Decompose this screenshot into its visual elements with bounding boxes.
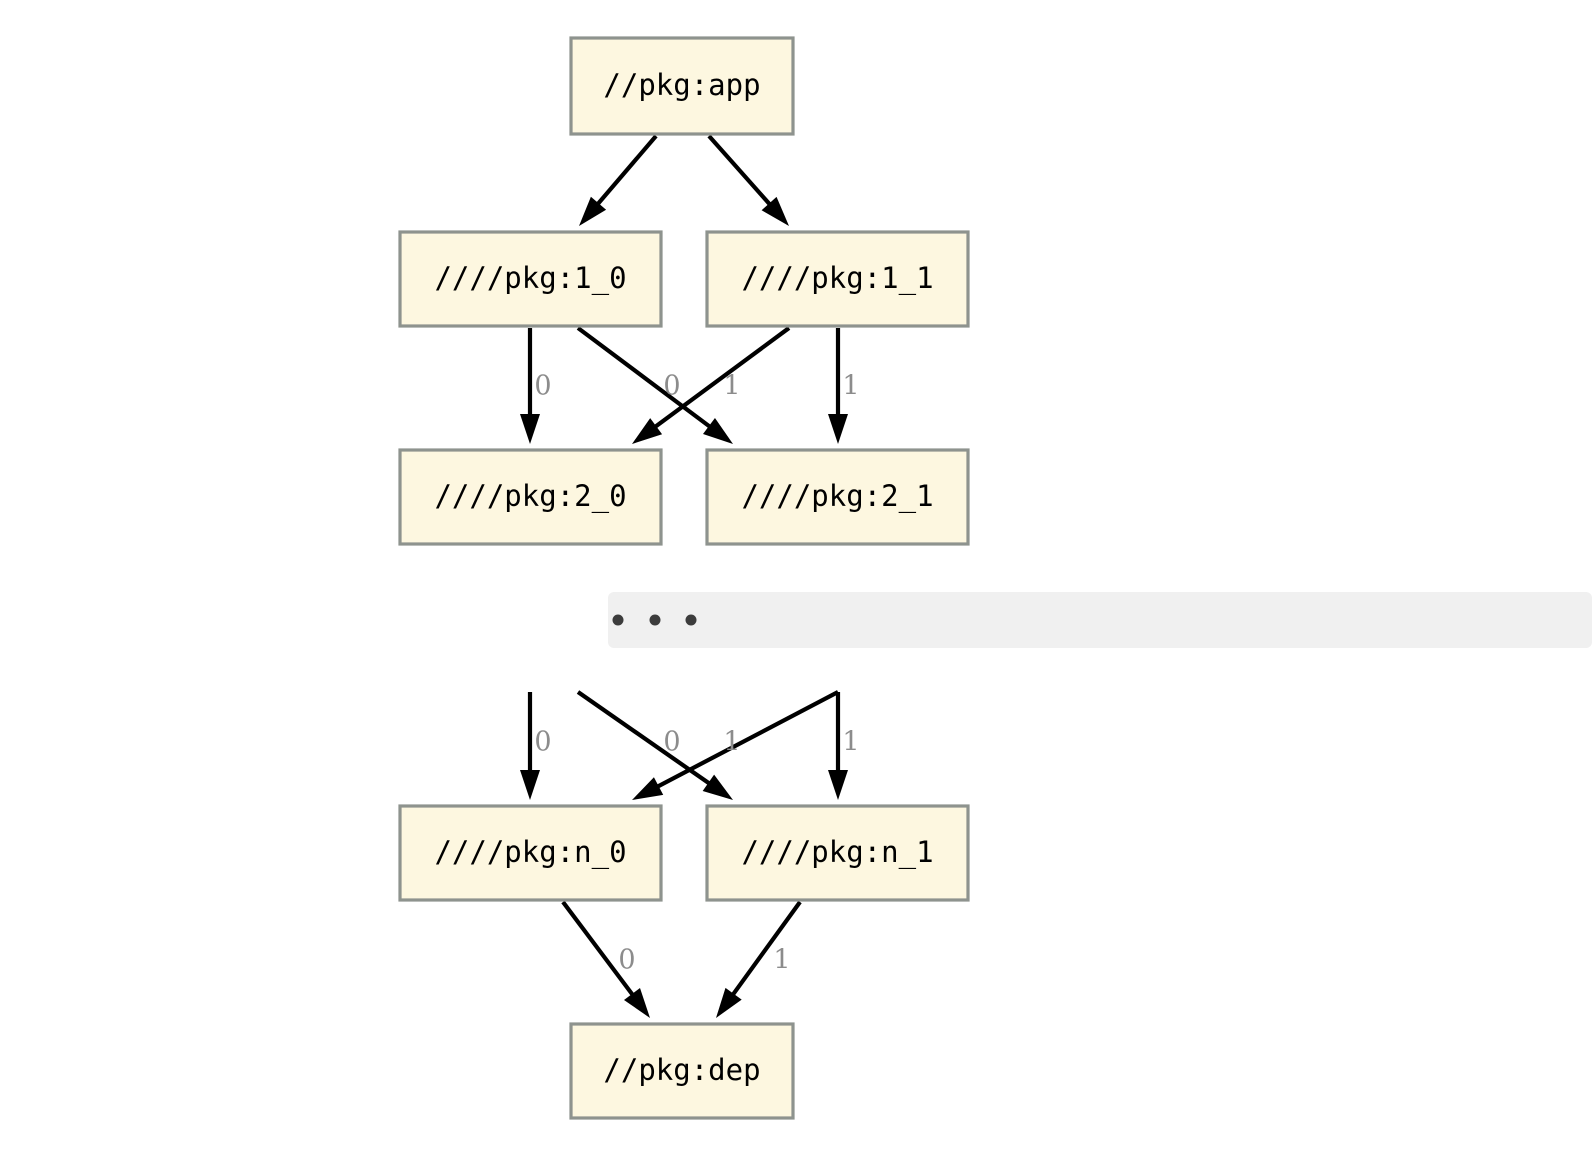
graph-node-app[interactable]: //pkg:app [569,36,795,136]
edge-line [650,326,791,432]
edge-label: 0 [534,371,551,402]
node-label: ////pkg:1_0 [434,261,626,296]
edge-line [593,134,658,210]
edge-label: 1 [723,371,740,402]
node-label: //pkg:dep [603,1053,760,1087]
edge-label: 0 [663,727,680,758]
edge-label: 1 [773,945,790,976]
ellipsis-dot [612,614,624,626]
edge-arrowhead [520,414,540,444]
graph-node-nn_0[interactable]: ////pkg:n_0 [398,804,663,902]
nodes-layer: //pkg:app ////pkg:1_0 ////pkg:1_1 ////pkg:2… [398,36,970,1120]
edge-arrowhead [624,988,650,1018]
node-box[interactable] [705,448,970,546]
node-label: //pkg:app [603,68,760,102]
node-label: ////pkg:2_0 [434,479,626,514]
graph-node-n1_0[interactable]: ////pkg:1_0 [398,230,663,328]
graph-node-nn_1[interactable]: ////pkg:n_1 [705,804,970,902]
node-label: ////pkg:n_1 [741,835,933,870]
node-label: ////pkg:1_1 [741,261,933,296]
edge-arrowhead [702,774,733,800]
edge-arrowhead [520,770,540,800]
edge-arrowhead [761,196,789,226]
edge-arrowhead [579,196,607,226]
ellipsis-band [608,592,1592,648]
edge-label: 0 [663,371,680,402]
graph-node-n2_1[interactable]: ////pkg:2_1 [705,448,970,546]
edge-label: 1 [723,727,740,758]
graph-node-n1_1[interactable]: ////pkg:1_1 [705,230,970,328]
edge-labels-layer: 0 1 0 1 0 1 0 1 0 1 [534,371,859,976]
node-box[interactable] [398,230,663,328]
node-box[interactable] [398,804,663,902]
edge-arrowhead [828,770,848,800]
edge-label: 1 [842,727,859,758]
edge-label: 0 [618,945,635,976]
edge-arrowhead [828,414,848,444]
edge-label: 1 [842,371,859,402]
edge-arrowhead [716,987,742,1018]
node-label: ////pkg:2_1 [741,479,933,514]
edge-line [576,690,715,789]
node-box[interactable] [705,804,970,902]
graph-node-n2_0[interactable]: ////pkg:2_0 [398,448,663,546]
node-label: ////pkg:n_0 [434,835,626,870]
edge-line [561,900,638,1001]
node-box[interactable] [398,448,663,546]
node-box[interactable] [569,36,795,136]
edge-line [728,900,802,1000]
edges-layer [520,134,848,1018]
edge-arrowhead [702,418,733,444]
edge-label: 0 [534,727,551,758]
edge-arrowhead [632,418,663,444]
graph-node-dep[interactable]: //pkg:dep [569,1022,795,1120]
ellipsis-separator [608,592,1592,648]
edge-line [652,690,839,791]
edge-line [707,134,775,210]
ellipsis-dots [612,614,697,626]
node-box[interactable] [569,1022,795,1120]
edge-line [576,326,716,432]
edge-arrowhead [632,777,664,800]
ellipsis-dot [649,614,661,626]
node-box[interactable] [705,230,970,328]
ellipsis-dot [685,614,697,626]
